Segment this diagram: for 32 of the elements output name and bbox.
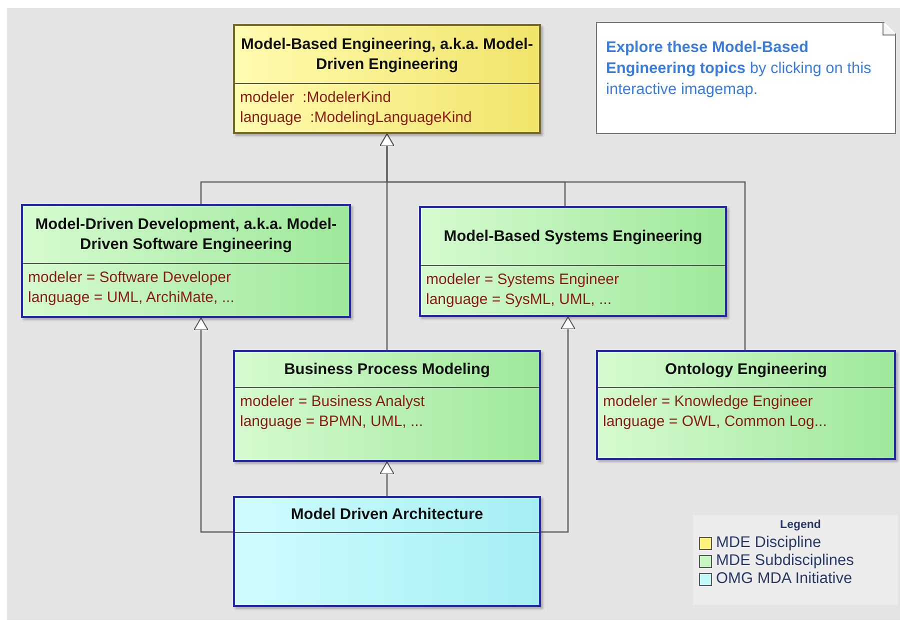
legend-title: Legend <box>780 519 821 531</box>
class-name: Model-Driven Development, a.k.a. Model-Driven Software Engineering <box>34 215 338 254</box>
class-box <box>233 350 541 462</box>
class-name: Model Driven Architecture <box>290 505 484 525</box>
class-box <box>419 206 727 317</box>
attribute-text: modeler = Systems Engineer <box>426 270 620 290</box>
attribute-text: language = UML, ArchiMate, ... <box>28 288 236 308</box>
class-box <box>596 350 896 460</box>
generalization-arrow <box>194 318 233 533</box>
attribute-text: modeler = Business Analyst <box>240 392 426 412</box>
legend-text: MDE Discipline <box>716 534 822 552</box>
class-name: Model-Based Engineering, a.k.a. Model-Driven Engineering <box>240 35 534 74</box>
legend-text: MDE Subdisciplines <box>716 552 854 570</box>
class-name: Business Process Modeling <box>284 360 490 380</box>
attribute-text: modeler :ModelerKind <box>240 88 392 108</box>
generalization-arrow <box>541 316 576 533</box>
generalization-arrow <box>380 462 394 496</box>
attribute-text: language = SysML, UML, ... <box>426 290 613 310</box>
class-name: Model-Based Systems Engineering <box>444 226 702 246</box>
generalization-arrow <box>380 134 746 350</box>
class-name: Ontology Engineering <box>665 360 827 380</box>
legend-text: OMG MDA Initiative <box>716 570 852 588</box>
attribute-text: language = OWL, Common Log... <box>603 412 828 432</box>
attribute-text: modeler = Knowledge Engineer <box>603 392 814 412</box>
note-box <box>596 22 896 134</box>
note-text: Explore these Model-Based Engineering topics by clicking on this interactive imagemap. <box>606 38 872 100</box>
attribute-text: modeler = Software Developer <box>28 268 232 288</box>
class-box <box>233 496 541 607</box>
attribute-text: language = BPMN, UML, ... <box>240 412 424 432</box>
class-box <box>233 24 541 134</box>
attribute-text: language :ModelingLanguageKind <box>240 108 473 128</box>
class-box <box>21 204 351 318</box>
